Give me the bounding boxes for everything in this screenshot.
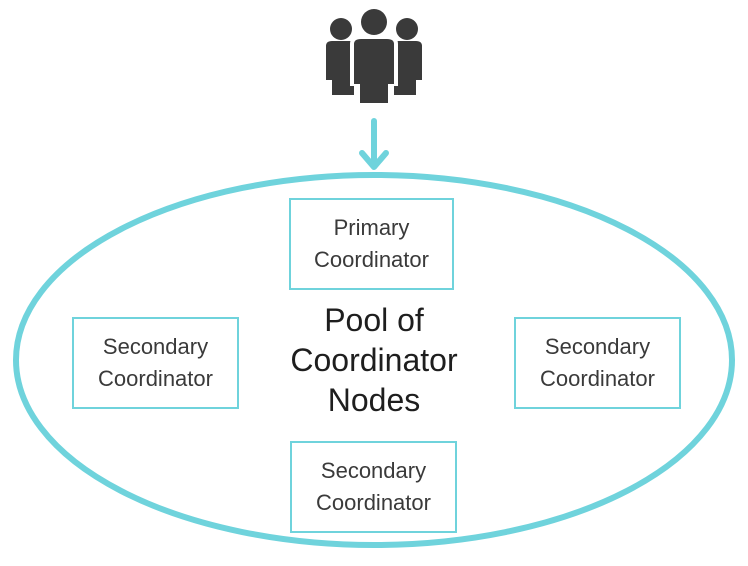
secondary-coordinator-node-left: Secondary Coordinator xyxy=(72,317,239,409)
secondary-coordinator-node-right: Secondary Coordinator xyxy=(514,317,681,409)
node-label-line1: Secondary xyxy=(102,334,209,359)
users-group-icon xyxy=(326,6,422,106)
pool-label-line3: Nodes xyxy=(327,382,421,418)
pool-label-line1: Pool of xyxy=(324,302,424,338)
secondary-coordinator-node-bottom: Secondary Coordinator xyxy=(290,441,457,533)
node-label-line2: Coordinator xyxy=(316,490,431,515)
node-label-line1: Secondary xyxy=(320,458,427,483)
coordinator-pool-ellipse xyxy=(13,172,735,548)
arrow-down-icon xyxy=(359,118,389,170)
node-label-line2: Coordinator xyxy=(540,366,655,391)
node-label-line2: Coordinator xyxy=(314,247,429,272)
primary-coordinator-node: Primary Coordinator xyxy=(289,198,454,290)
pool-label: Pool of Coordinator Nodes xyxy=(264,300,484,420)
node-label-line2: Coordinator xyxy=(98,366,213,391)
node-label-line1: Secondary xyxy=(544,334,651,359)
node-label-line1: Primary xyxy=(333,215,410,240)
pool-label-line2: Coordinator xyxy=(290,342,458,378)
